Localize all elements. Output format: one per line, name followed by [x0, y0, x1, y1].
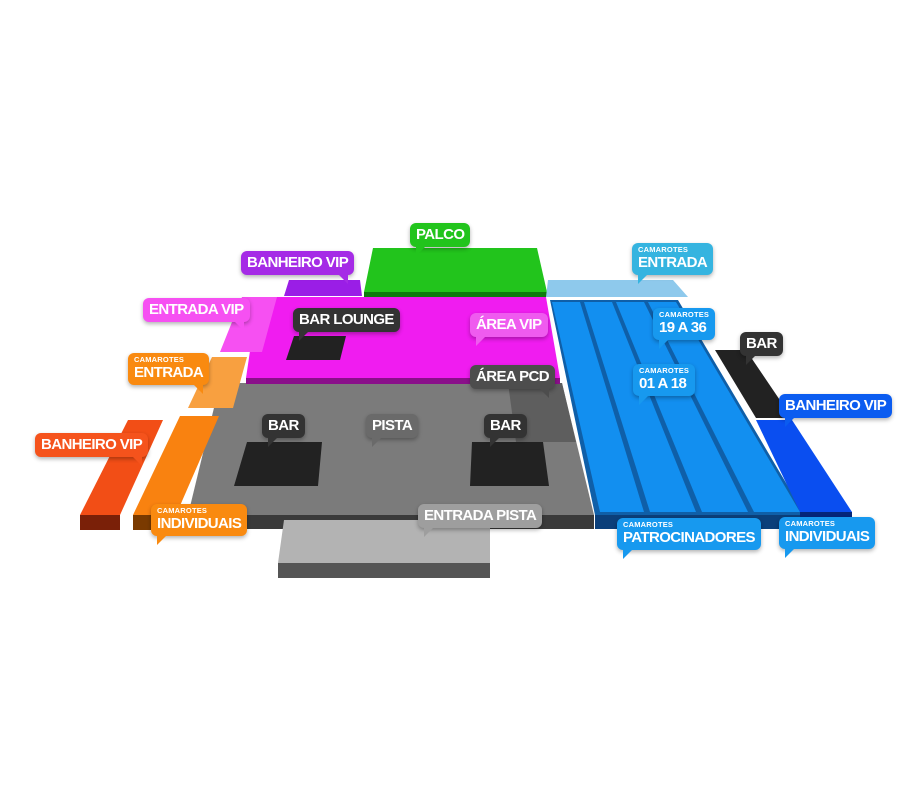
label-palco[interactable]: PALCO [410, 223, 471, 256]
label-big: 19 A 36 [659, 319, 707, 336]
label-banheiro-vip-right[interactable]: BANHEIRO VIP [779, 394, 893, 427]
entrada-vip-area[interactable] [220, 297, 277, 352]
entrada-pista-depth [278, 563, 490, 578]
palco-area[interactable] [364, 248, 547, 292]
bar-right-area[interactable] [715, 350, 792, 418]
label-bar-lounge[interactable]: BAR LOUNGE [293, 308, 400, 341]
label-small: CAMAROTES [659, 310, 710, 319]
label-pista[interactable]: PISTA [366, 414, 419, 447]
banheiro-vip-right-area[interactable] [756, 420, 852, 512]
label-big: INDIVIDUAIS [157, 515, 242, 532]
camarote-strip[interactable] [616, 302, 748, 512]
camarote-strip[interactable] [648, 302, 800, 512]
camarotes-entrada-left-area[interactable] [188, 357, 247, 408]
palco-depth [364, 292, 548, 297]
label-big: INDIVIDUAIS [785, 528, 870, 545]
label-bar-center[interactable]: BAR [484, 414, 527, 447]
label-bar-left[interactable]: BAR [262, 414, 305, 447]
label-small: CAMAROTES [638, 245, 689, 254]
bar-center-area[interactable] [470, 442, 549, 486]
label-bar-right[interactable]: BAR [740, 332, 783, 365]
label-small: CAMAROTES [623, 520, 674, 529]
bar-lounge-area[interactable] [286, 336, 346, 360]
label-big: PATROCINADORES [623, 529, 755, 546]
label-area-pcd[interactable]: ÁREA PCD [470, 365, 555, 398]
label-area-vip[interactable]: ÁREA VIP [470, 313, 548, 346]
camarote-strip[interactable] [584, 302, 696, 512]
camarote-strip[interactable] [552, 302, 644, 512]
label-big: 01 A 18 [639, 375, 687, 392]
banheiro-vip-top-area[interactable] [284, 280, 362, 296]
label-entrada-vip[interactable]: ENTRADA VIP [143, 298, 250, 331]
banheiro-vip-left-depth [80, 515, 120, 530]
label-big: ENTRADA [134, 364, 204, 381]
label-small: CAMAROTES [639, 366, 690, 375]
label-big: ENTRADA [638, 254, 708, 271]
label-small: CAMAROTES [157, 506, 208, 515]
bar-left-area[interactable] [234, 442, 322, 486]
camarotes-entrada-right-area[interactable] [546, 280, 688, 297]
label-entrada-pista[interactable]: ENTRADA PISTA [418, 504, 543, 537]
entrada-pista-area[interactable] [278, 520, 490, 563]
label-small: CAMAROTES [134, 355, 185, 364]
label-banheiro-vip-left[interactable]: BANHEIRO VIP [35, 433, 149, 466]
label-small: CAMAROTES [785, 519, 836, 528]
label-banheiro-vip-top[interactable]: BANHEIRO VIP [241, 251, 355, 284]
camarotes-individuais-left-area[interactable] [133, 416, 219, 515]
